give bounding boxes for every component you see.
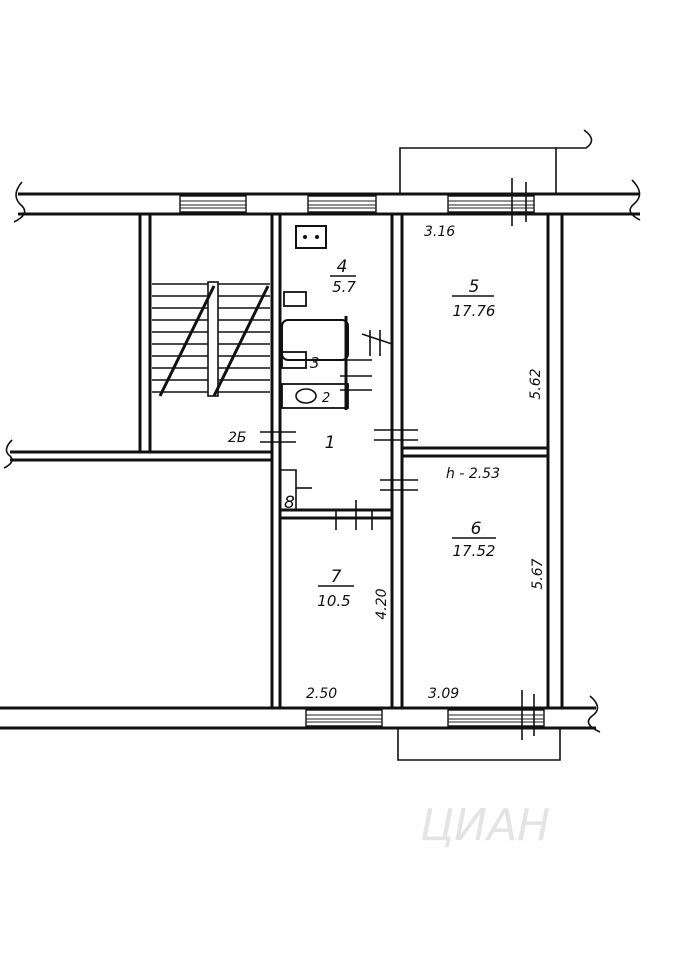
watermark: ЦИАН: [420, 800, 550, 851]
top-exterior-wall: [13, 179, 641, 223]
room-3-number: 3: [310, 354, 320, 372]
room-4-number: 4: [337, 257, 348, 277]
dim-wall-mark: 2Б: [228, 430, 247, 446]
dim-room6-depth: 5.67: [530, 558, 546, 589]
dim-top-width: 3.16: [424, 224, 455, 240]
bottom-balcony: [397, 728, 561, 761]
bottom-windows: [305, 690, 545, 740]
top-windows: [179, 178, 535, 226]
room-2-number: 2: [322, 391, 330, 406]
doors: [260, 429, 418, 530]
room-1-number: 1: [325, 433, 336, 453]
dim-bottom-right: 3.09: [428, 686, 459, 702]
room-8-number: 8: [284, 493, 295, 513]
room-7-area: 10.5: [317, 592, 350, 610]
staircase: [152, 281, 270, 397]
room-6-area: 17.52: [453, 542, 496, 560]
top-balcony: [399, 129, 593, 194]
fixtures: [281, 225, 393, 410]
room-5-area: 17.76: [453, 302, 496, 320]
room-5-number: 5: [469, 277, 480, 297]
room-4-area: 5.7: [332, 278, 356, 296]
dim-room5-depth: 5.62: [528, 368, 544, 399]
dim-room7-depth: 4.20: [374, 588, 390, 619]
room-6-number: 6: [471, 519, 482, 539]
interior-walls: [3, 214, 564, 708]
room-7-number: 7: [331, 567, 342, 587]
dim-bottom-left: 2.50: [306, 686, 337, 702]
bottom-exterior-wall: [0, 695, 601, 733]
dim-ceiling-height: h - 2.53: [446, 466, 500, 482]
